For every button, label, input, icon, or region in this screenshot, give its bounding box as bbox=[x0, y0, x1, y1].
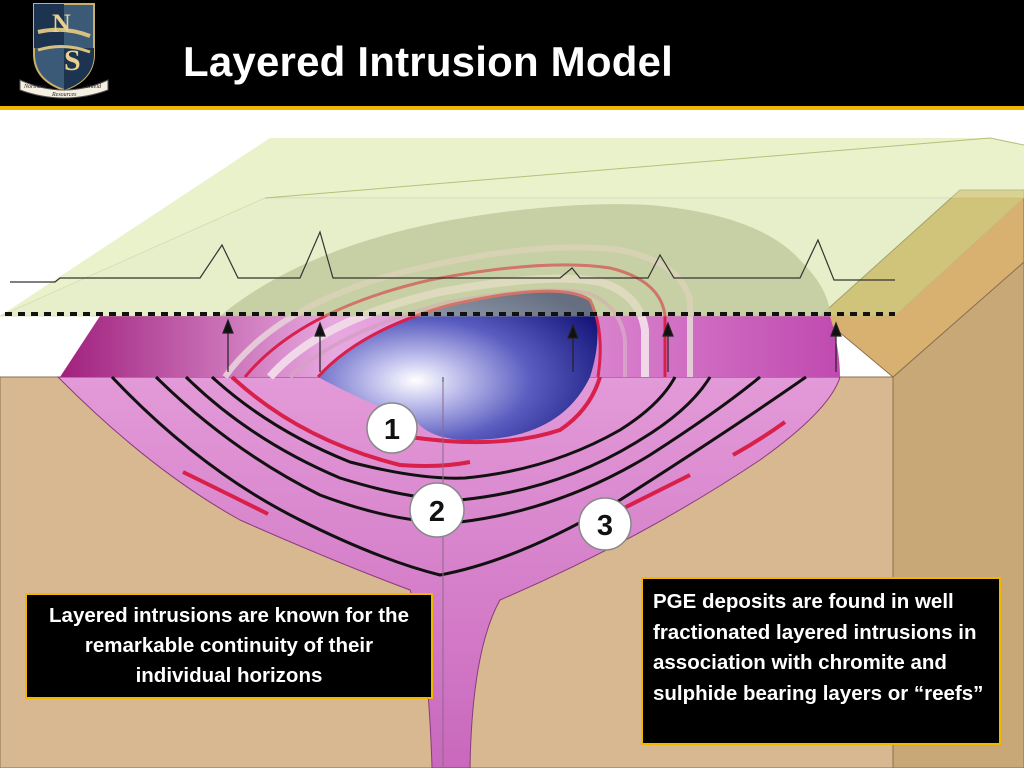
surface-plane-fill bbox=[0, 138, 1024, 316]
callout-pge-deposits: PGE deposits are found in well fractiona… bbox=[641, 577, 1001, 745]
magma-reef bbox=[409, 376, 602, 445]
logo-monogram-s: S bbox=[64, 44, 81, 77]
company-logo-icon: N S Northern Resources Shield bbox=[19, 3, 109, 99]
callout-continuity: Layered intrusions are known for the rem… bbox=[25, 593, 433, 699]
logo-banner-center: Resources bbox=[51, 92, 77, 98]
logo-banner-right: Shield bbox=[86, 84, 102, 90]
drill-arrows bbox=[222, 318, 842, 372]
logo-monogram-n: N bbox=[52, 9, 71, 38]
geophysical-profile bbox=[10, 230, 895, 283]
marker-2: 2 bbox=[409, 482, 465, 538]
logo-banner-left: Northern bbox=[23, 84, 46, 90]
roof-dome bbox=[220, 204, 830, 316]
marker-3: 3 bbox=[578, 497, 632, 551]
marker-2-label: 2 bbox=[429, 496, 445, 528]
marker-3-label: 3 bbox=[597, 510, 613, 542]
marker-1-label: 1 bbox=[384, 414, 400, 446]
slide-title: Layered Intrusion Model bbox=[183, 38, 673, 85]
header-divider bbox=[0, 106, 1024, 110]
marker-1: 1 bbox=[366, 402, 418, 454]
slide-header bbox=[0, 0, 1024, 108]
